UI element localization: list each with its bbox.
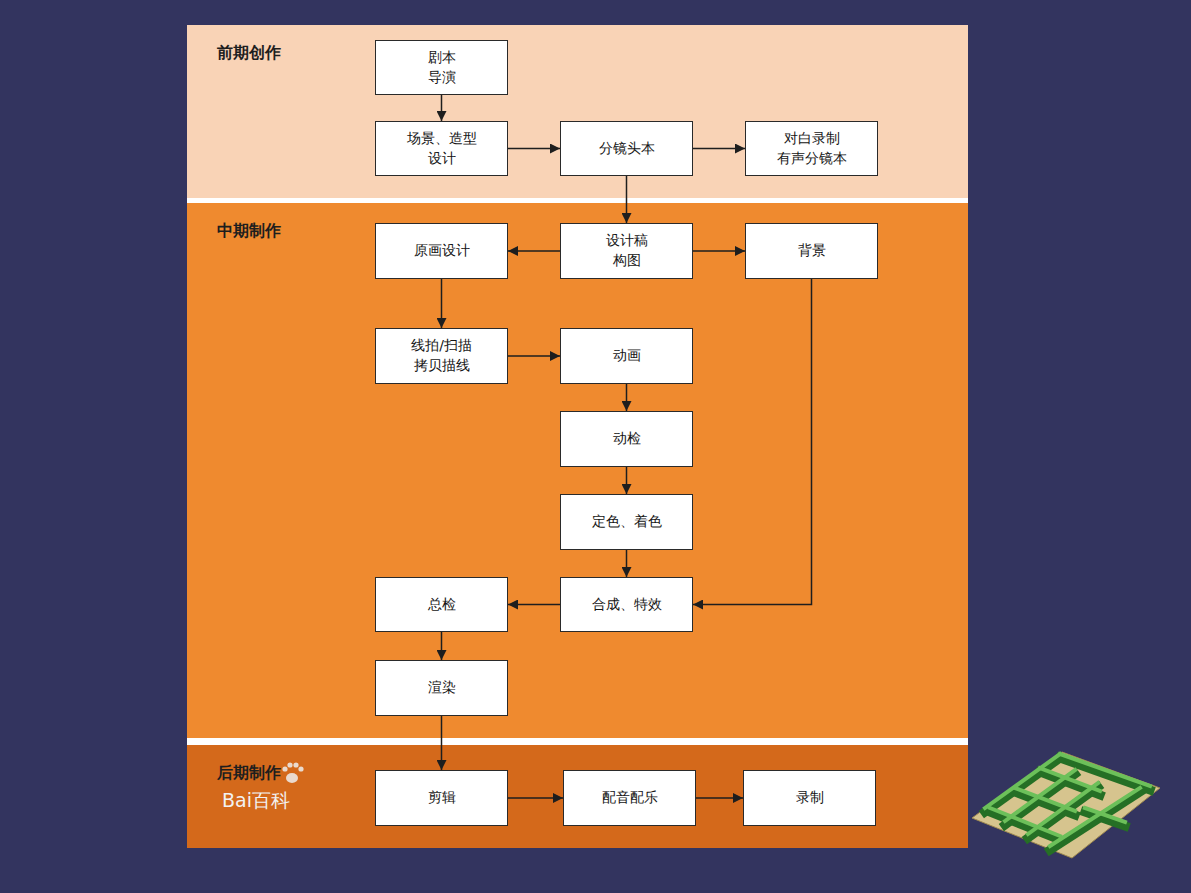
process-box: 原画设计 bbox=[375, 223, 508, 279]
box-label: 定色、着色 bbox=[592, 512, 662, 532]
flow-arrow bbox=[693, 148, 745, 150]
process-box: 对白录制 有声分镜本 bbox=[745, 121, 878, 176]
process-box: 分镜头本 bbox=[560, 121, 693, 176]
box-label: 分镜头本 bbox=[599, 139, 655, 159]
box-label: 剪辑 bbox=[428, 788, 456, 808]
box-label: 线拍/扫描 拷贝描线 bbox=[410, 336, 473, 375]
flow-arrow bbox=[626, 176, 628, 223]
box-label: 渲染 bbox=[428, 678, 456, 698]
flow-arrow bbox=[508, 355, 560, 357]
box-label: 背景 bbox=[798, 241, 826, 261]
stage-heading: 后期制作 bbox=[217, 763, 281, 782]
flow-arrow bbox=[626, 384, 628, 411]
flow-arrow bbox=[441, 632, 443, 660]
flow-arrow bbox=[693, 250, 745, 252]
flow-arrow bbox=[441, 716, 443, 770]
process-box: 剪辑 bbox=[375, 770, 508, 826]
stage-band: 后期制作剪辑 配音配乐 录制 bbox=[187, 745, 968, 848]
box-label: 原画设计 bbox=[414, 241, 470, 261]
box-label: 设计稿 构图 bbox=[605, 231, 649, 270]
flow-arrow bbox=[508, 797, 563, 799]
flow-arrow bbox=[508, 148, 560, 150]
flow-arrow bbox=[626, 550, 628, 577]
process-box: 渲染 bbox=[375, 660, 508, 716]
process-box: 设计稿 构图 bbox=[560, 223, 693, 279]
process-box: 背景 bbox=[745, 223, 878, 279]
box-label: 动画 bbox=[613, 346, 641, 366]
box-label: 合成、特效 bbox=[592, 595, 662, 615]
stage-heading: 中期制作 bbox=[217, 221, 281, 240]
box-label: 录制 bbox=[796, 788, 824, 808]
process-box: 动检 bbox=[560, 411, 693, 467]
process-box: 合成、特效 bbox=[560, 577, 693, 632]
flow-arrow bbox=[626, 467, 628, 494]
process-box: 定色、着色 bbox=[560, 494, 693, 550]
process-box: 场景、造型 设计 bbox=[375, 121, 508, 176]
box-label: 对白录制 有声分镜本 bbox=[776, 129, 848, 168]
stage-heading: 前期创作 bbox=[217, 43, 281, 62]
flow-arrow bbox=[441, 95, 443, 121]
box-label: 场景、造型 设计 bbox=[406, 129, 478, 168]
flow-arrow bbox=[508, 250, 560, 252]
flow-arrow bbox=[441, 279, 443, 328]
watermark: Bai百科 bbox=[222, 789, 290, 811]
process-box: 线拍/扫描 拷贝描线 bbox=[375, 328, 508, 384]
box-label: 动检 bbox=[613, 429, 641, 449]
flow-arrow bbox=[696, 797, 743, 799]
panel-backing bbox=[187, 25, 968, 848]
stage-band: 中期制作原画设计 设计稿 构图 背景线拍/扫描 拷贝描线 动画动检定色、着色总检 合成、… bbox=[187, 203, 968, 738]
maze-decoration bbox=[972, 752, 1160, 858]
process-box: 录制 bbox=[743, 770, 876, 826]
process-box: 动画 bbox=[560, 328, 693, 384]
box-label: 总检 bbox=[428, 595, 456, 615]
process-box: 配音配乐 bbox=[563, 770, 696, 826]
flow-arrow bbox=[508, 604, 560, 606]
stage-band: 前期创作 剧本 导演场景、造型 设计 分镜头本 对白录制 有声分镜本 bbox=[187, 25, 968, 198]
process-box: 总检 bbox=[375, 577, 508, 632]
process-box: 剧本 导演 bbox=[375, 40, 508, 95]
watermark-holder: Bai百科 bbox=[222, 788, 290, 814]
box-label: 剧本 导演 bbox=[427, 48, 457, 87]
box-label: 配音配乐 bbox=[602, 788, 658, 808]
